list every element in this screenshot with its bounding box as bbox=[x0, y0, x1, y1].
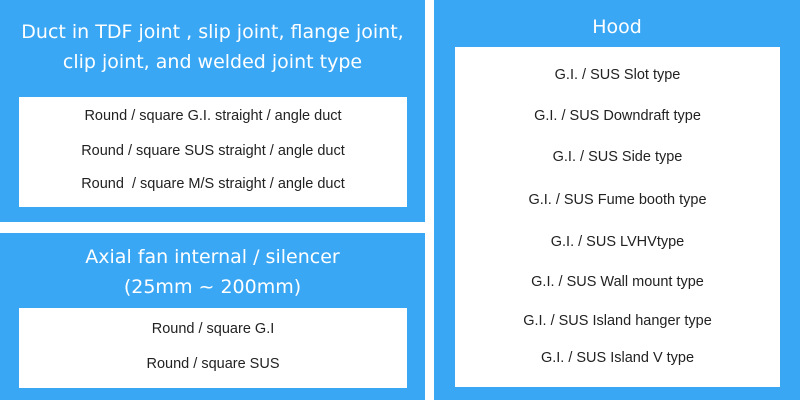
list-item: G.I. / SUS LVHVtype bbox=[550, 234, 685, 250]
list-item: G.I. / SUS Island V type bbox=[540, 350, 695, 366]
list-item: G.I. / SUS Downdraft type bbox=[534, 108, 701, 124]
list-item: Round / square SUS bbox=[146, 356, 280, 372]
list-item: G.I. / SUS Fume booth type bbox=[528, 192, 707, 208]
list-item: G.I. / SUS Island hanger type bbox=[523, 313, 712, 329]
list-item: Round / square G.I. straight / angle duc… bbox=[84, 108, 342, 124]
fan-panel-title: Axial fan internal / silencer (25mm ~ 20… bbox=[85, 246, 340, 298]
list-item: G.I. / SUS Wall mount type bbox=[531, 274, 704, 290]
list-item: Round / square G.I bbox=[151, 321, 275, 337]
list-item: Round / square SUS straight / angle duct bbox=[81, 143, 345, 159]
duct-panel: Duct in TDF joint , slip joint, flange j… bbox=[0, 0, 425, 222]
duct-panel-title: Duct in TDF joint , slip joint, flange j… bbox=[21, 21, 404, 73]
list-item: G.I. / SUS Slot type bbox=[554, 67, 681, 83]
fan-card: Round / square G.I Round / square SUS bbox=[19, 308, 407, 388]
hood-panel-title: Hood bbox=[592, 16, 642, 38]
hood-panel: Hood G.I. / SUS Slot type G.I. / SUS Dow… bbox=[434, 0, 800, 400]
fan-panel: Axial fan internal / silencer (25mm ~ 20… bbox=[0, 233, 425, 400]
list-item: G.I. / SUS Side type bbox=[552, 149, 683, 165]
list-item: Round / square M/S straight / angle duct bbox=[81, 176, 345, 192]
hood-card: G.I. / SUS Slot type G.I. / SUS Downdraf… bbox=[455, 47, 780, 387]
duct-card: Round / square G.I. straight / angle duc… bbox=[19, 97, 407, 207]
